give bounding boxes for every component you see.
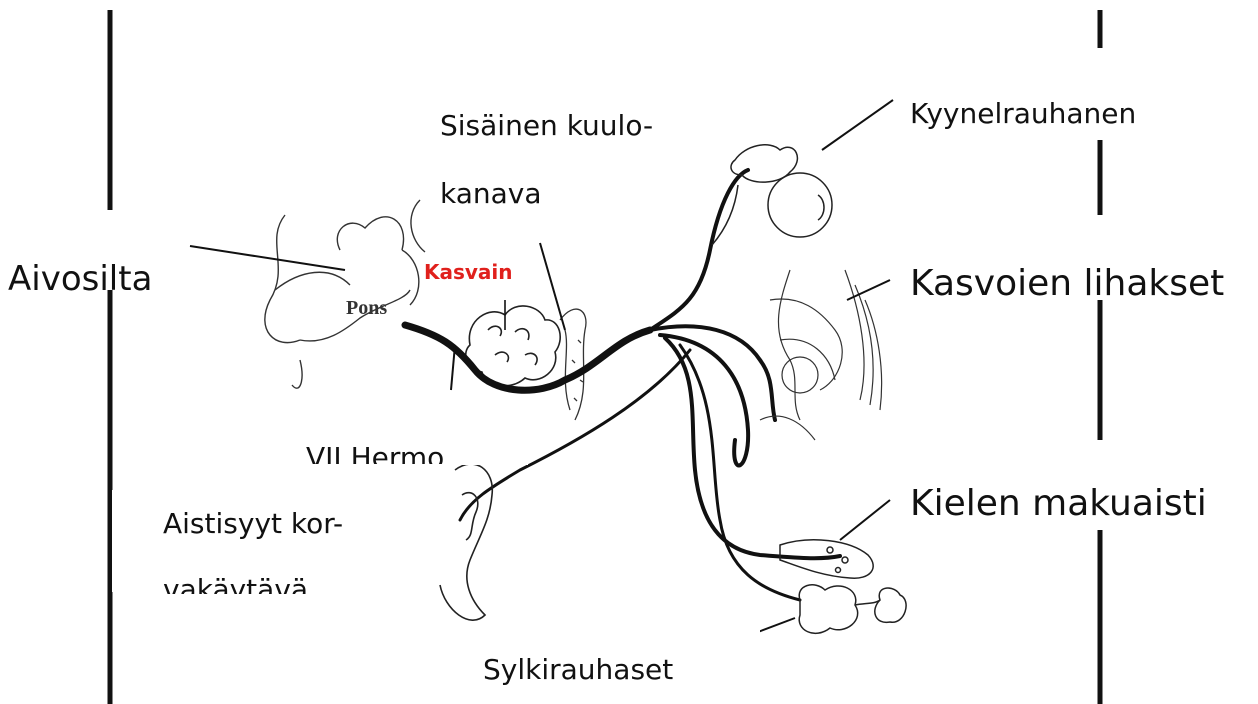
- label-sisainen-line1: Sisäinen kuulo-: [440, 112, 653, 140]
- label-hermo-clip: VII Hermo: [300, 438, 500, 464]
- label-sylkirauhaset: Sylkirauhaset: [483, 656, 673, 684]
- ear-sketch: [440, 464, 492, 620]
- label-kyynelrauhanen: Kyynelrauhanen: [910, 100, 1136, 128]
- facial-muscles-sketch: [760, 270, 882, 440]
- label-aistisyyt-clip: vakäytävä: [160, 570, 400, 594]
- label-pons: Pons: [346, 298, 387, 318]
- salivary-glands-sketch: [799, 585, 906, 634]
- label-sisainen-line2: kanava: [440, 180, 542, 208]
- label-kielen-makuaisti: Kielen makuaisti: [910, 486, 1207, 522]
- label-kasvoien-lihakset: Kasvoien lihakset: [910, 266, 1224, 302]
- label-aistisyyt-line1: Aistisyyt kor-: [163, 510, 343, 538]
- label-vii-hermo: VII Hermo: [306, 444, 444, 464]
- brainstem-sketch: [265, 200, 425, 388]
- label-kasvain: Kasvain: [424, 262, 513, 282]
- lacrimal-gland-eye: [712, 145, 832, 245]
- label-aistisyyt-line2: vakäytävä: [163, 576, 308, 594]
- label-aivosilta: Aivosilta: [8, 262, 152, 296]
